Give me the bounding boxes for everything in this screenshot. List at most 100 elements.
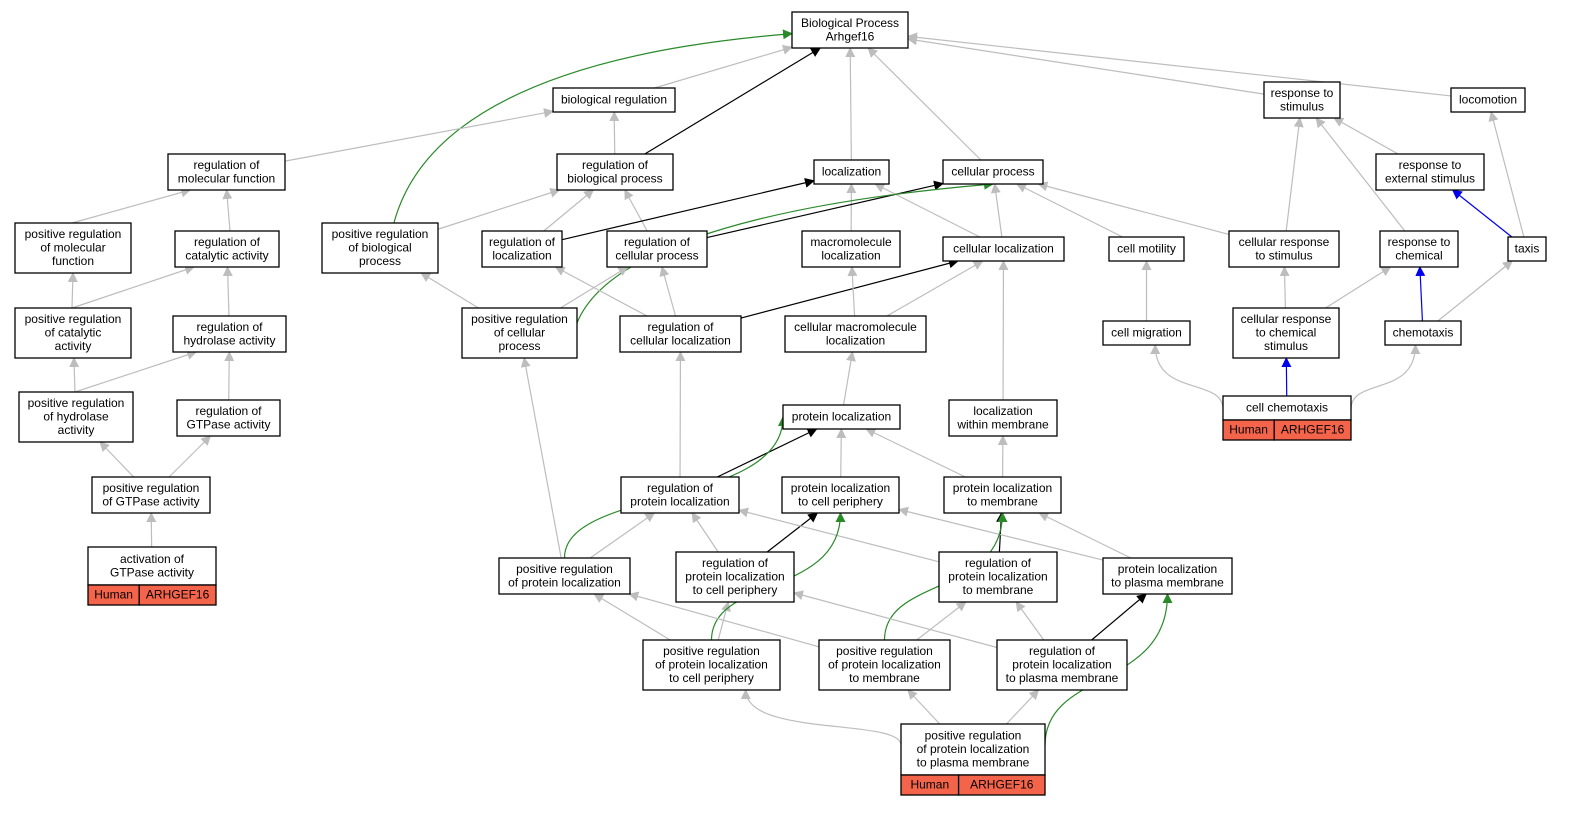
- gene-cell: [957, 774, 1046, 796]
- node-label-line: regulation of: [647, 481, 714, 495]
- edge-reggtp-to-reghyd: [224, 351, 235, 401]
- edge-regcell-to-cellproc: [706, 180, 944, 239]
- node-loc[interactable]: localization: [813, 159, 890, 185]
- node-loco[interactable]: locomotion: [1450, 87, 1526, 113]
- edge-regcell-to-regbio: [624, 189, 648, 232]
- node-label-line: regulation of: [624, 235, 691, 249]
- node-label-line: of biological: [348, 241, 411, 255]
- gene-symbol: ARHGEF16: [1281, 423, 1345, 437]
- node-label-line: chemical: [1395, 248, 1442, 262]
- node-cellmot[interactable]: cell motility: [1108, 236, 1185, 262]
- node-label-line: to membrane: [849, 671, 920, 685]
- edge-regplper-to-regprotloc: [691, 512, 719, 553]
- edge-posplpm-to-posplmem: [907, 689, 941, 725]
- edge-regplmem-to-regprotloc: [738, 507, 940, 563]
- edge-posplpm-to-posplper: [740, 689, 902, 746]
- node-label-line: cellular process: [615, 248, 698, 262]
- node-label-line: regulation of: [1029, 644, 1096, 658]
- node-label-line: to cell periphery: [798, 494, 883, 508]
- node-label-line: cellular response: [1239, 235, 1330, 249]
- node-label-line: process: [359, 254, 401, 268]
- node-label-line: positive regulation: [836, 644, 933, 658]
- node-label-line: regulation of: [702, 556, 769, 570]
- edge-posplmem-to-regplmem: [916, 601, 967, 641]
- node-label-line: cellular response: [1241, 312, 1332, 326]
- node-label-line: protein localization: [948, 570, 1047, 584]
- edge-posprotloc-to-poscellp: [520, 357, 562, 559]
- node-label-line: activation of: [120, 552, 185, 566]
- edge-loco-to-bp: [907, 32, 1452, 97]
- node-label-line: protein localization: [685, 570, 784, 584]
- edge-cellmacloc-to-macloc: [847, 266, 858, 317]
- node-cellproc[interactable]: cellular process: [942, 159, 1044, 185]
- node-label-line: process: [498, 339, 540, 353]
- node-label-line: positive regulation: [25, 312, 122, 326]
- node-label-line: of protein localization: [508, 575, 621, 589]
- node-protloc[interactable]: protein localization: [782, 404, 901, 430]
- node-label-line: cellular localization: [953, 242, 1054, 256]
- edge-poshyd-to-reghyd: [74, 350, 198, 393]
- node-label-line: localization: [821, 248, 880, 262]
- edge-regmol-to-bioreg: [284, 108, 554, 162]
- node-label-line: within membrane: [956, 417, 1049, 431]
- edge-posbio-to-regbio: [437, 188, 561, 230]
- node-label-line: of molecular: [40, 241, 105, 255]
- edge-protlocpm-to-protlocmem: [1038, 512, 1132, 559]
- node-label-line: regulation of: [647, 320, 714, 334]
- node-bioreg[interactable]: biological regulation: [552, 87, 676, 113]
- node-cellloc[interactable]: cellular localization: [942, 236, 1065, 262]
- node-label-line: Arhgef16: [826, 29, 875, 43]
- node-label-line: to membrane: [967, 494, 1038, 508]
- node-label-line: cellular process: [951, 165, 1034, 179]
- node-cellmig[interactable]: cell migration: [1102, 320, 1191, 346]
- edge-poscellp-to-cellproc: [576, 179, 994, 324]
- species-label: Human: [910, 778, 949, 792]
- node-taxis[interactable]: taxis: [1507, 236, 1547, 262]
- node-label-line: protein localization: [1118, 562, 1217, 576]
- edge-layer: [67, 29, 1525, 746]
- node-label-line: localization: [826, 333, 885, 347]
- edge-posplper-to-posprotloc: [593, 593, 671, 641]
- node-chemo[interactable]: chemotaxis: [1384, 320, 1462, 346]
- edge-posgtp-to-poshyd: [99, 441, 135, 478]
